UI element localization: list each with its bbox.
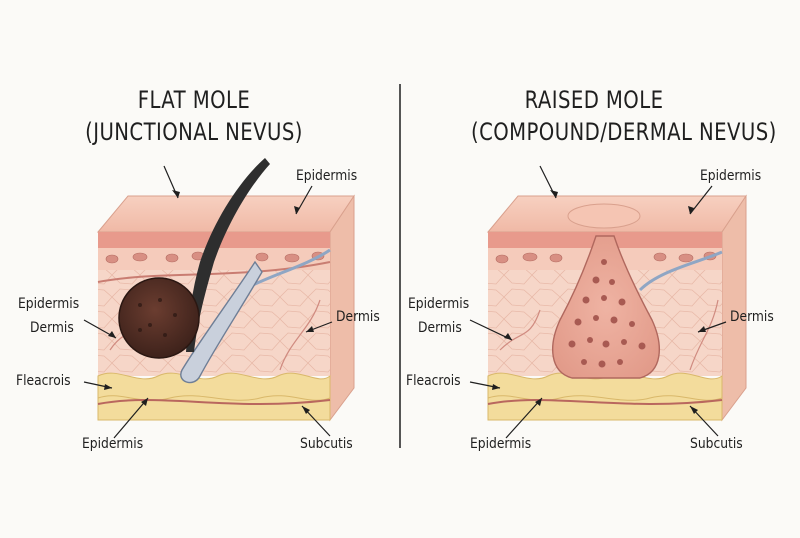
right-papillae (495, 251, 717, 264)
left-label-subcutis: Subcutis (300, 436, 353, 452)
right-subcutis (487, 372, 723, 421)
right-nevus-cells (568, 259, 646, 368)
right-raised-bump (567, 203, 641, 229)
left-title: FLAT MOLE (JUNCTIONAL NEVUS) (71, 84, 317, 148)
left-label-dermis-right: Dermis (336, 309, 380, 325)
left-mole (118, 277, 200, 359)
left-label-epidermis-top: Epidermis (296, 168, 358, 184)
left-title-line1: FLAT MOLE (137, 86, 251, 114)
right-nevus-nest (552, 235, 660, 379)
left-papillae (105, 251, 325, 264)
right-label-fleacrois: Fleacrois (406, 373, 461, 389)
left-subcutis (97, 372, 331, 421)
right-label-epidermis-top: Epidermis (700, 168, 762, 184)
left-title-line2: (JUNCTIONAL NEVUS) (85, 118, 303, 146)
panel-divider (399, 84, 401, 448)
right-label-epidermis-side: Epidermis (408, 296, 470, 312)
left-label-dermis-side: Dermis (30, 320, 74, 336)
right-label-subcutis: Subcutis (690, 436, 743, 452)
right-label-epidermis-bottom: Epidermis (470, 436, 532, 452)
left-hair-follicle (180, 260, 263, 384)
right-title-line1: RAISED MOLE (524, 86, 664, 114)
left-label-fleacrois: Fleacrois (16, 373, 71, 389)
left-label-epidermis-bottom: Epidermis (82, 436, 144, 452)
leader-arrowheads (104, 190, 706, 414)
left-label-epidermis-side: Epidermis (18, 296, 80, 312)
left-skin-block (96, 158, 355, 422)
right-skin-block (486, 194, 747, 422)
right-label-dermis-side: Dermis (418, 320, 462, 336)
right-title: RAISED MOLE (COMPOUND/DERMAL NEVUS) (471, 84, 777, 148)
right-title-line2: (COMPOUND/DERMAL NEVUS) (471, 118, 777, 146)
right-label-dermis-right: Dermis (730, 309, 774, 325)
